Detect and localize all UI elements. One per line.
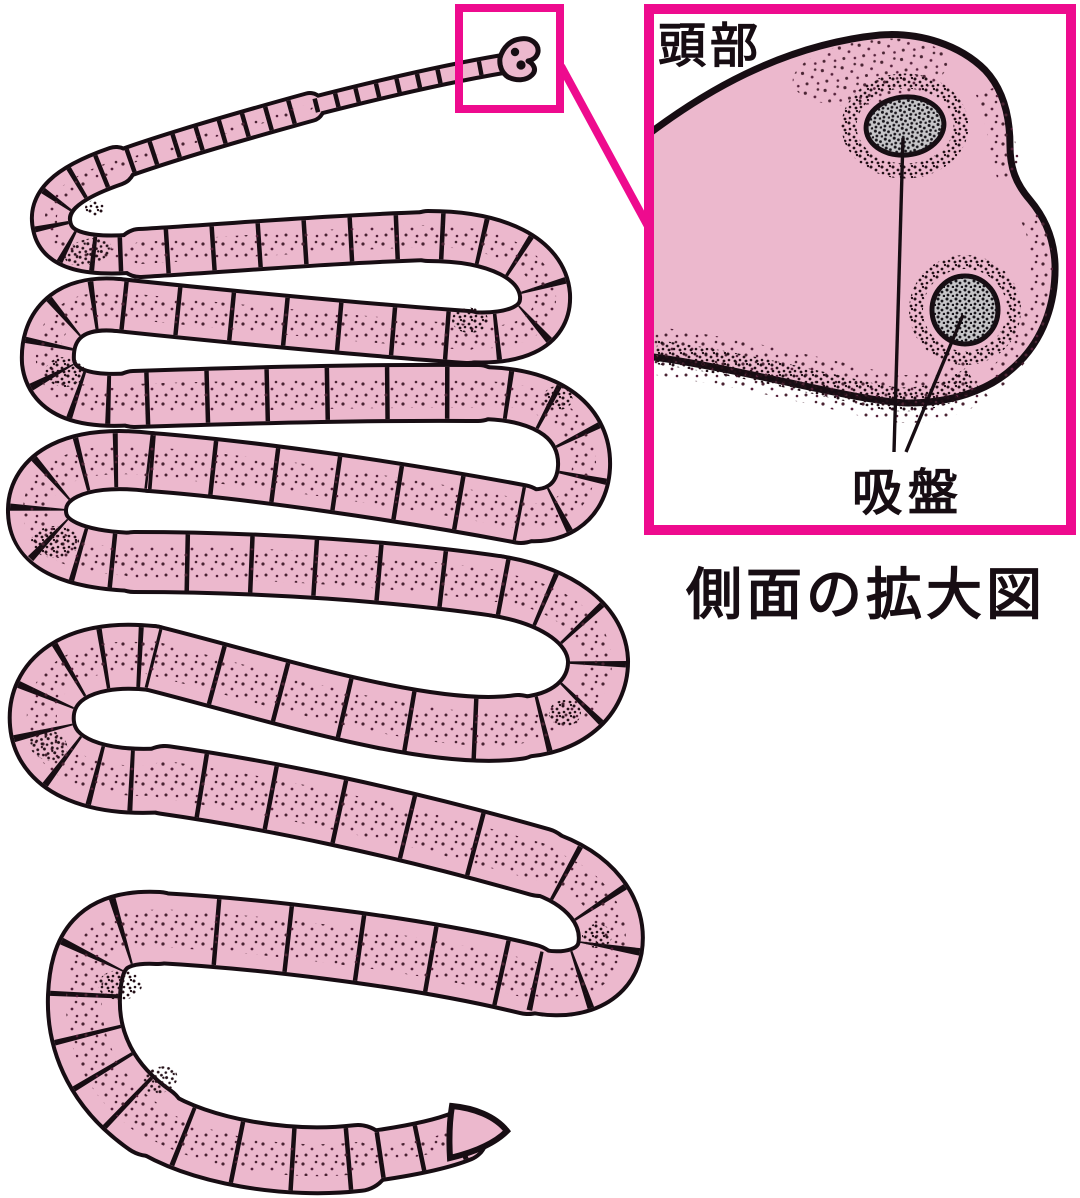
worm-segment-band <box>308 57 505 114</box>
worm-segment-band <box>23 446 164 576</box>
shading <box>841 73 969 179</box>
shading <box>452 307 488 333</box>
worm-segment-band <box>35 292 146 412</box>
head-outline <box>497 36 541 83</box>
shading <box>543 386 573 410</box>
shading <box>988 209 1053 387</box>
shading <box>28 729 68 761</box>
head-label: 頭部 <box>658 18 762 74</box>
worm-segment-band <box>146 761 559 881</box>
shading <box>98 970 142 1000</box>
tapeworm-body <box>6 53 645 1196</box>
tapeworm-tail-tip <box>446 1102 512 1162</box>
head-inset: 頭部 吸盤 <box>644 4 1076 535</box>
sucker-label: 吸盤 <box>852 464 964 522</box>
worm-segment-band <box>105 292 481 350</box>
shading <box>654 340 979 412</box>
worm-segment-band <box>466 381 597 528</box>
sucker-pointer-line <box>892 137 905 453</box>
worm-segment-band <box>26 641 180 796</box>
figure-caption: 側面の拡大図 <box>685 563 1046 628</box>
sucker-pointer-line <box>904 314 965 453</box>
shading <box>85 200 105 216</box>
shading <box>45 357 85 387</box>
callout-connector-line <box>557 64 654 232</box>
worm-segment-band <box>113 104 313 169</box>
shading <box>975 85 1023 180</box>
head-sucker-dot <box>516 60 526 70</box>
head-sucker-dot <box>510 47 520 57</box>
shading <box>64 237 112 267</box>
worm-segment-band <box>135 641 535 746</box>
shading <box>792 38 948 106</box>
shading <box>909 255 1021 365</box>
shading <box>31 526 79 558</box>
worm-segment-band <box>134 1104 374 1177</box>
worm-segment-band <box>135 447 536 529</box>
shading <box>549 700 581 726</box>
upper-sucker <box>863 94 947 158</box>
worm-segment-band <box>139 909 547 998</box>
worm-segment-band <box>119 377 493 414</box>
worm-segment-band <box>417 225 556 349</box>
shading <box>582 924 612 948</box>
head-callout-box <box>455 4 564 113</box>
worm-segment-band <box>118 546 513 602</box>
shading <box>142 1066 178 1094</box>
worm-segment-band <box>129 225 439 264</box>
inset-frame <box>644 4 1076 535</box>
tapeworm-head <box>497 36 541 83</box>
worm-segment-band <box>513 847 626 999</box>
lower-sucker <box>929 273 1001 347</box>
worm-segment-band <box>65 909 176 1138</box>
